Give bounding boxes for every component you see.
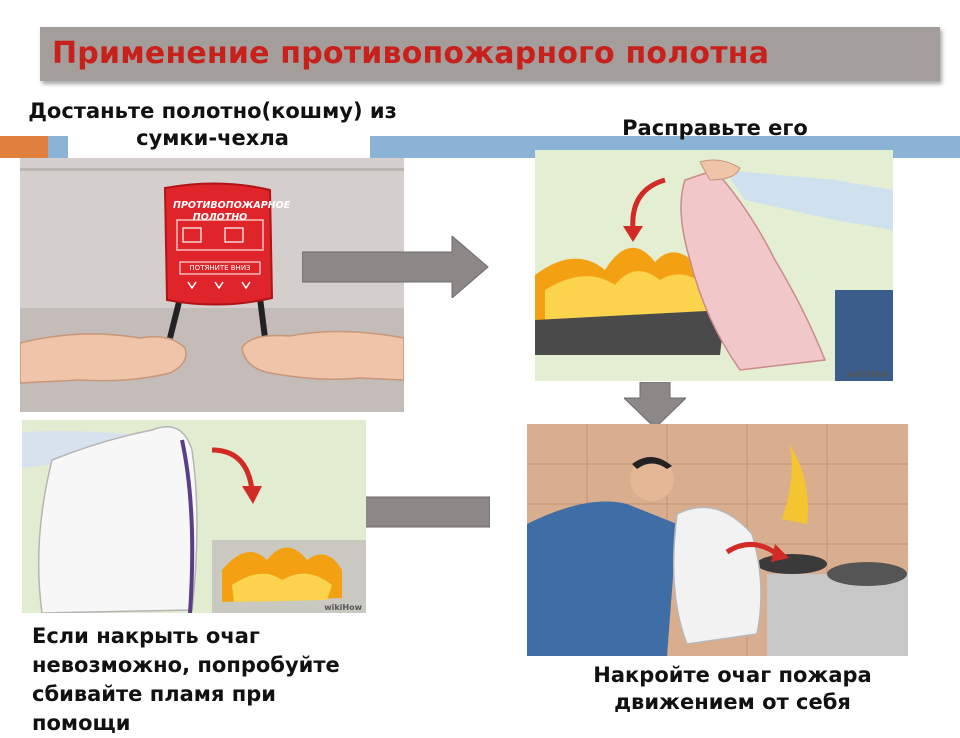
step1-caption: Достаньте полотно(кошму) из сумки-чехла [28, 99, 397, 150]
bag-title-line1: ПРОТИВОПОЖАРНОЕ [173, 200, 291, 211]
step3-image: wikiHow [22, 420, 366, 613]
slide-title-bar: Применение противопожарного полотна [40, 27, 940, 81]
step1-image: ПРОТИВОПОЖАРНОЕ ПОЛОТНО ПОТЯНИТЕ ВНИЗ [20, 158, 404, 412]
step2-image: wikiHow [535, 150, 893, 381]
bag-pull-label: ПОТЯНИТЕ ВНИЗ [189, 264, 251, 272]
accent-band-blue-left [48, 136, 68, 158]
bag-illustration [20, 158, 404, 412]
step3-watermark: wikiHow [324, 603, 362, 612]
accent-band-orange [0, 136, 48, 158]
step4-caption: Накройте очаг пожара движением от себя [593, 663, 872, 714]
covering-illustration [527, 424, 908, 656]
arrow-down-icon [624, 382, 686, 428]
beating-illustration [22, 420, 366, 613]
spreading-illustration [535, 150, 893, 381]
arrow-right-icon [302, 236, 489, 298]
step4-image [527, 424, 908, 656]
step2-caption: Расправьте его [622, 116, 808, 140]
step2-watermark: wikiHow [846, 370, 890, 380]
slide-title: Применение противопожарного полотна [52, 36, 770, 71]
bag-title-line2: ПОЛОТНО [192, 212, 248, 223]
step3-caption: Если накрыть очаг невозможно, попробуйте… [32, 624, 340, 735]
